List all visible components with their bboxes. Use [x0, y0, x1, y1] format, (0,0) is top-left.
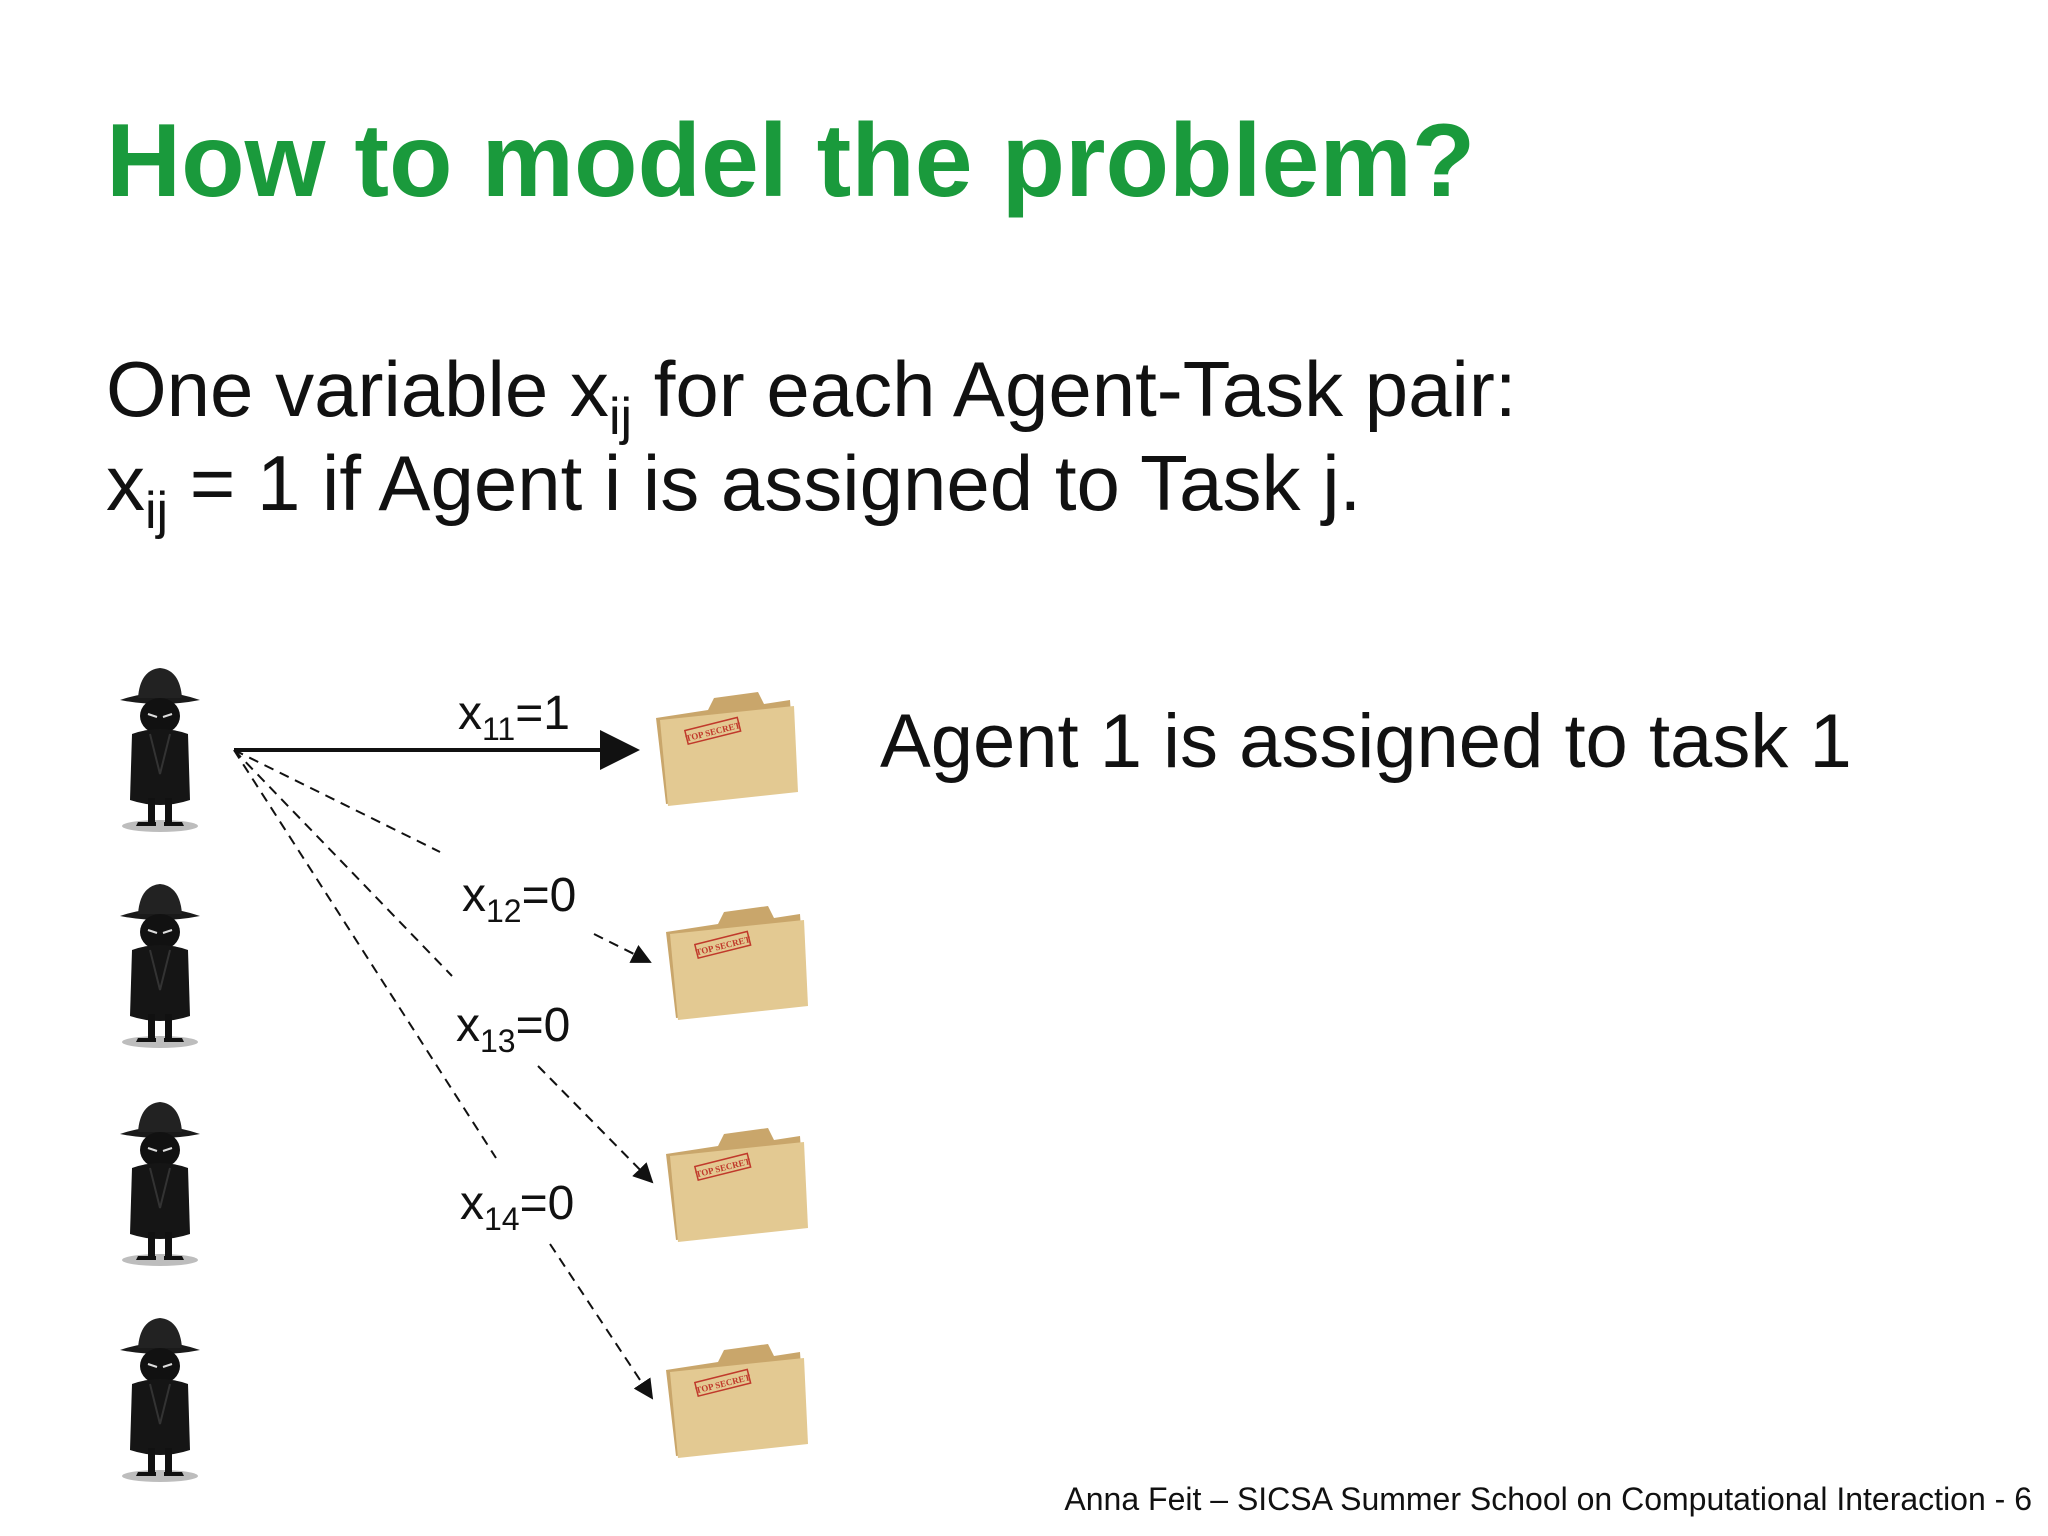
line1-subscript: ij [608, 388, 633, 447]
line2-after: = 1 if Agent i is assigned to Task j. [168, 439, 1362, 527]
variable-label-x14: x14=0 [460, 1177, 575, 1238]
spy-agent-icon [120, 884, 200, 1048]
variable-label-x12: x12=0 [462, 869, 577, 930]
assignment-statement: Agent 1 is assigned to task 1 [880, 699, 1852, 784]
spy-agent-icon [120, 1318, 200, 1482]
line1-after: for each Agent-Task pair: [632, 345, 1517, 433]
definition-line-2: xij = 1 if Agent i is assigned to Task j… [106, 436, 1517, 537]
variable-label-x11: x11=1 [458, 687, 570, 748]
variable-definition: One variable xij for each Agent-Task pai… [106, 342, 1517, 537]
slide-title: How to model the problem? [106, 103, 1476, 219]
arrow-x14-start [233, 749, 497, 1159]
arrow-x12-end [593, 933, 652, 963]
definition-line-1: One variable xij for each Agent-Task pai… [106, 342, 1517, 443]
top-secret-folder-icon: TOP SECRET [666, 1128, 808, 1242]
top-secret-folder-icon: TOP SECRET [666, 906, 808, 1020]
arrow-x13-start [233, 749, 453, 977]
slide-footer: Anna Feit – SICSA Summer School on Compu… [1064, 1481, 2032, 1517]
line1-before: One variable x [106, 345, 609, 433]
arrow-x12-start [233, 749, 441, 853]
top-secret-folder-icon: TOP SECRET [656, 692, 798, 806]
arrow-x13-end [537, 1065, 654, 1184]
spy-agent-icon [120, 668, 200, 832]
top-secret-folder-icon: TOP SECRET [666, 1344, 808, 1458]
line2-subscript: ij [145, 482, 169, 541]
variable-label-x13: x13=0 [456, 999, 571, 1060]
arrow-x14-end [549, 1243, 654, 1400]
spy-agent-icon [120, 1102, 200, 1266]
line2-before: x [106, 439, 145, 527]
